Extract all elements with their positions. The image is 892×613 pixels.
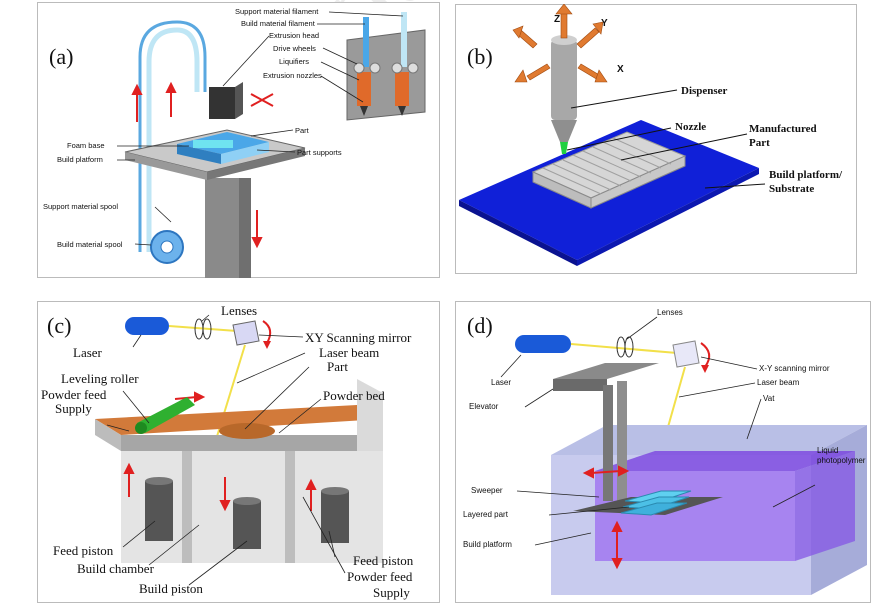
panel-a-fdm: (a) bbox=[37, 2, 440, 278]
build-piston bbox=[233, 501, 261, 549]
support-column bbox=[205, 178, 239, 278]
manufactured-part-lattice bbox=[531, 131, 687, 209]
label-build-platform: Build platform bbox=[463, 540, 512, 549]
label-liquid: Liquid bbox=[817, 446, 838, 455]
vat-top bbox=[551, 425, 867, 455]
feed-piston-right bbox=[321, 491, 349, 543]
label-build-spool: Build material spool bbox=[57, 240, 123, 249]
label-elevator: Elevator bbox=[469, 402, 499, 411]
axis-x-label: X bbox=[617, 64, 624, 75]
label-laser: Laser bbox=[491, 378, 511, 387]
extrusion-head-inset bbox=[346, 12, 426, 121]
label-support-spool: Support material spool bbox=[43, 202, 118, 211]
label-part: Part bbox=[295, 126, 310, 135]
label-extrusion-nozzles: Extrusion nozzles bbox=[263, 71, 322, 80]
dispenser-body bbox=[551, 40, 577, 120]
laser-unit bbox=[515, 335, 571, 353]
label-sweeper: Sweeper bbox=[471, 486, 503, 495]
label-lenses: Lenses bbox=[221, 303, 257, 318]
axis-z-label: Z bbox=[554, 14, 560, 25]
motion-arrows bbox=[131, 81, 274, 249]
layered-part-shape bbox=[620, 490, 692, 516]
label-nozzle: Nozzle bbox=[675, 121, 706, 133]
build-filament-loop bbox=[138, 20, 207, 252]
label-dispenser: Dispenser bbox=[681, 85, 728, 97]
panel-b-tag: (b) bbox=[467, 44, 493, 69]
panel-d-sla: (d) Lenses Laser X-Y bbox=[455, 301, 871, 603]
panel-d-tag: (d) bbox=[467, 313, 493, 338]
label-manufactured: Manufactured bbox=[749, 123, 817, 135]
label-supply: Supply bbox=[55, 401, 92, 416]
label-laser-beam: Laser beam bbox=[757, 378, 800, 387]
axis-arrows bbox=[512, 4, 608, 83]
part-supports-shape bbox=[193, 140, 233, 148]
label-liquifiers: Liquifiers bbox=[279, 57, 309, 66]
panel-c-tag: (c) bbox=[47, 313, 71, 338]
label-build-platform: Build platform/ bbox=[769, 169, 843, 181]
part-shape bbox=[219, 423, 275, 439]
label-laser: Laser bbox=[73, 345, 103, 360]
label-support-filament: Support material filament bbox=[235, 7, 319, 16]
panel-a-tag: (a) bbox=[49, 44, 73, 69]
label-powder-feed-right: Powder feed bbox=[347, 569, 413, 584]
motion-arrows bbox=[582, 465, 630, 570]
label-substrate: Substrate bbox=[769, 183, 814, 195]
label-lenses: Lenses bbox=[657, 308, 683, 317]
label-vat: Vat bbox=[763, 394, 775, 403]
axis-y-label: Y bbox=[601, 18, 608, 29]
label-xy-mirror: X-Y scanning mirror bbox=[759, 364, 830, 373]
elevator bbox=[553, 363, 659, 379]
label-foam-base: Foam base bbox=[67, 141, 105, 150]
label-leveling-roller: Leveling roller bbox=[61, 371, 139, 386]
extrusion-head-shape bbox=[209, 87, 235, 119]
scanning-mirror bbox=[672, 340, 700, 368]
leveling-roller bbox=[137, 397, 195, 433]
label-feed-piston-left: Feed piston bbox=[53, 543, 114, 558]
laser-unit bbox=[125, 317, 169, 335]
label-feed-piston-right: Feed piston bbox=[353, 553, 414, 568]
label-powder-feed: Powder feed bbox=[41, 387, 107, 402]
label-supply-right: Supply bbox=[373, 585, 410, 600]
label-build-platform: Build platform bbox=[57, 155, 103, 164]
liquid-photopolymer bbox=[595, 471, 795, 561]
label-extrusion-head: Extrusion head bbox=[269, 31, 319, 40]
label-layered-part: Layered part bbox=[463, 510, 509, 519]
label-photopolymer: photopolymer bbox=[817, 456, 866, 465]
label-drive-wheels: Drive wheels bbox=[273, 44, 316, 53]
label-laser-beam: Laser beam bbox=[319, 345, 379, 360]
label-part: Part bbox=[327, 359, 348, 374]
label-build-piston: Build piston bbox=[139, 581, 203, 596]
label-part-supports: Part supports bbox=[297, 148, 342, 157]
feed-piston-left bbox=[145, 481, 173, 541]
powder-surface bbox=[95, 405, 383, 435]
panel-b-dispenser: (b) Z Y X Dispenser bbox=[455, 4, 857, 274]
label-manufactured-part: Part bbox=[749, 137, 770, 149]
panel-c-sls: (c) Le bbox=[37, 301, 440, 603]
label-build-chamber: Build chamber bbox=[77, 561, 155, 576]
scanning-mirror bbox=[232, 320, 260, 346]
label-xy-mirror: XY Scanning mirror bbox=[305, 330, 412, 345]
label-build-filament: Build material filament bbox=[241, 19, 316, 28]
nozzle-tip bbox=[560, 142, 568, 154]
piston-arrows bbox=[123, 391, 317, 512]
label-powder-bed: Powder bed bbox=[323, 388, 385, 403]
support-filament-loop bbox=[146, 27, 200, 252]
